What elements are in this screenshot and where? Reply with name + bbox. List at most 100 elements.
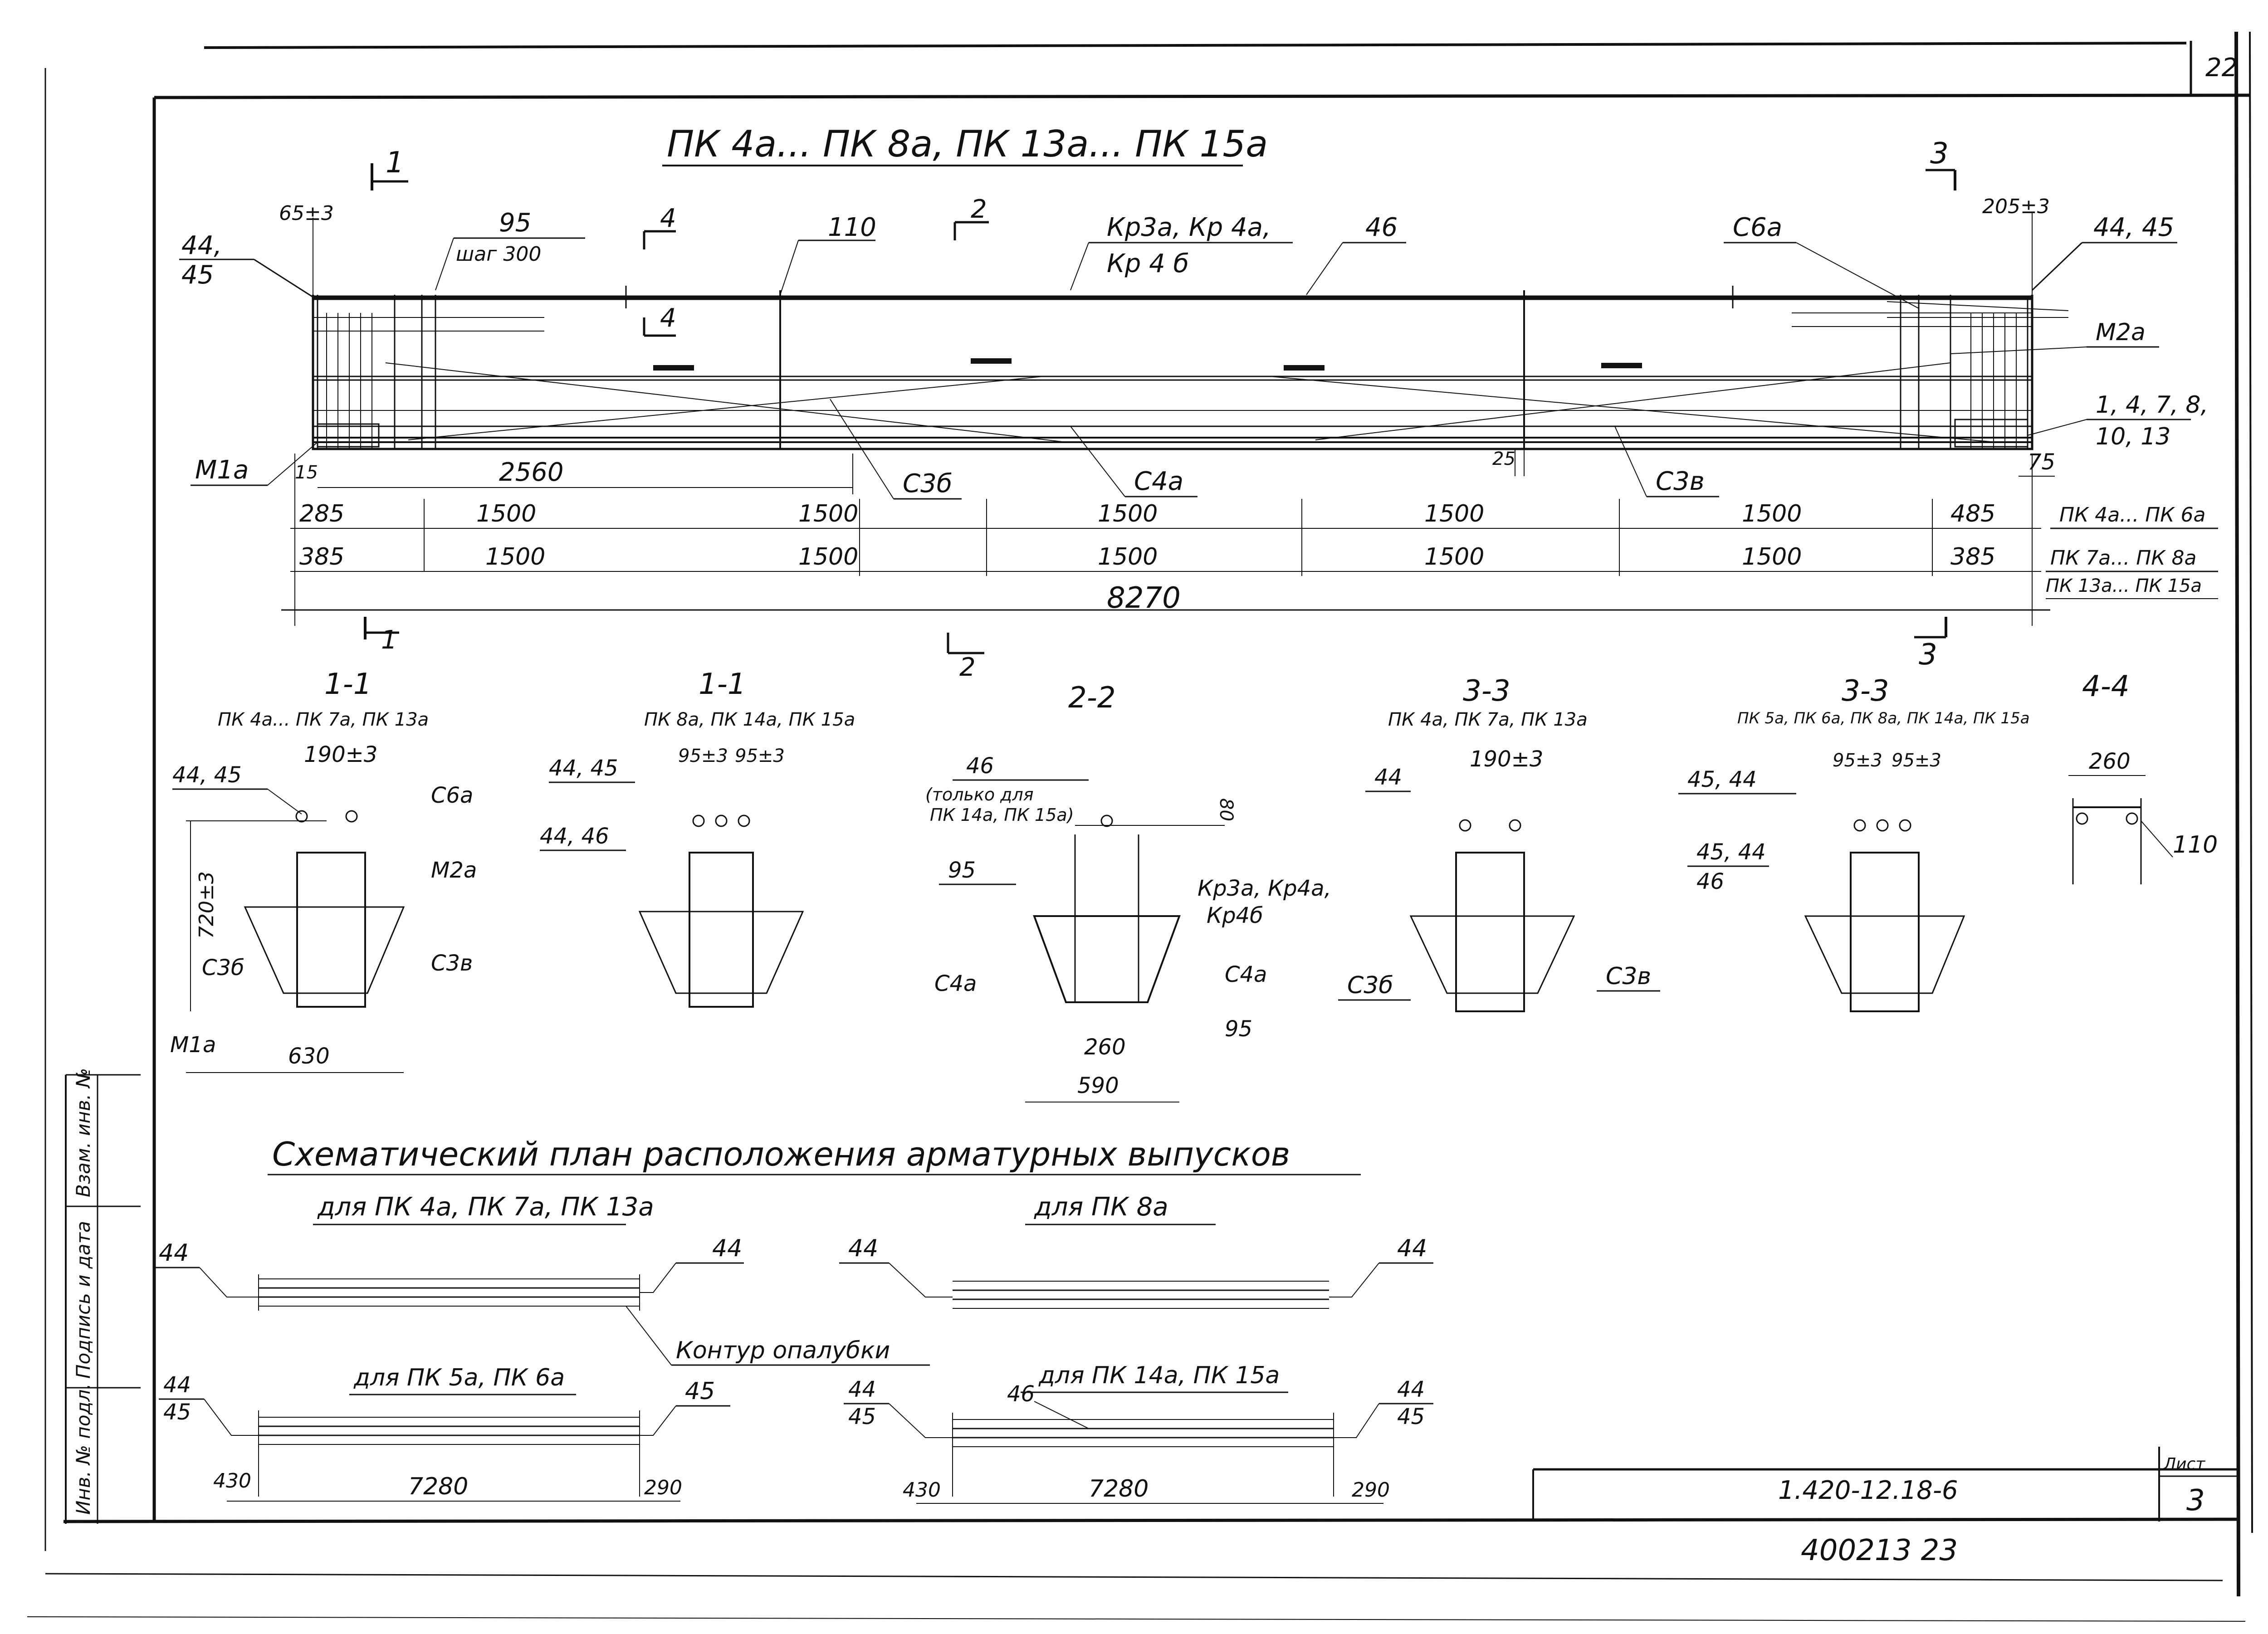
sheet-no: 3 (2186, 1484, 2205, 1517)
section-1-1-a: 1-1 ПК 4а... ПК 7а, ПК 13а 44, 45 190±3 … (170, 668, 477, 1073)
dim-15: 15 (295, 462, 318, 483)
p3-l2: 45 (163, 1400, 191, 1425)
sheet-number-top: 22 (2205, 53, 2238, 83)
w590-label: 590 (1077, 1073, 1119, 1098)
bars2-label-1: 45, 44 (1696, 839, 1766, 865)
row1-last: 485 (1950, 500, 1995, 527)
p3-l1: 44 (163, 1372, 191, 1398)
inventory-number: 400213 23 (1801, 1534, 1958, 1567)
p4-b46: 46 (1007, 1381, 1035, 1407)
section-title: 1-1 (324, 668, 372, 701)
side-stamp: Инв. № подл. Подпись и дата Взам. инв. № (65, 1068, 141, 1524)
row2-seg-2: 1500 (798, 543, 858, 571)
section-title: 3-3 (1842, 674, 1889, 708)
row1-seg-4: 1500 (1424, 500, 1484, 527)
bars-label: 44, 45 (172, 762, 242, 788)
d80-label: 80 (1216, 798, 1237, 821)
p3-d1: 430 (213, 1469, 251, 1493)
p3-label: для ПК 5а, ПК 6а (353, 1364, 565, 1391)
row2-last: 385 (1950, 543, 1995, 571)
section-markers: 1 4 4 2 2 3 3 1 (364, 137, 1956, 682)
row2-label-2: ПК 13а... ПК 15а (2046, 576, 2202, 596)
sheet-label: Лист (2163, 1455, 2205, 1473)
m2a-label: М2а (431, 858, 477, 883)
b95b-label: 95 (1225, 1016, 1252, 1042)
kr-label-1: Кр3а, Кр 4а, (1107, 213, 1271, 242)
bars2-label-2: 46 (1696, 869, 1724, 894)
bars2-label: 44, 46 (540, 824, 609, 849)
stamp-signature: Подпись и дата (72, 1221, 94, 1379)
row2-seg-1: 1500 (485, 543, 545, 571)
section-mark-3-bottom: 3 (1919, 638, 1937, 672)
dim-label: 190±3 (1470, 746, 1543, 772)
row1-seg-5: 1500 (1742, 500, 1802, 527)
d1-label: 95±3 (678, 746, 728, 766)
c4a-left: С4а (934, 971, 977, 996)
row1-seg-1: 1500 (476, 500, 536, 527)
c4a-label: С4а (1134, 467, 1183, 496)
c3v-label: С3в (1656, 467, 1705, 496)
step-label: шаг 300 (456, 243, 541, 266)
section-title: 3-3 (1463, 674, 1510, 708)
stamp-replace: Взам. инв. № (72, 1068, 94, 1197)
p2-right: 44 (1397, 1235, 1427, 1262)
callout-45-left: 45 (181, 260, 214, 290)
bar-95-label: 95 (499, 208, 531, 238)
p4-l2: 45 (848, 1404, 876, 1429)
sheet-number-box: 22 (2190, 41, 2238, 95)
p3-r1: 45 (685, 1378, 715, 1405)
c3v-label: С3в (1606, 963, 1651, 990)
section-mark-1-top: 1 (386, 146, 404, 180)
c3b-label: С3б (1347, 972, 1393, 999)
row1-first: 285 (299, 500, 344, 527)
kr-label-1: Кр3а, Кр4а, (1198, 876, 1331, 901)
elevation-callouts: 44, 45 65±3 95 шаг 300 110 Кр3а, Кр 4а, … (179, 195, 2208, 500)
title-block: 1.420-12.18-6 Лист 3 (1532, 1447, 2239, 1522)
section-1-1-b: 1-1 ПК 8а, ПК 14а, ПК 15а 44, 45 95±3 95… (540, 668, 855, 1008)
section-mark-3-top: 3 (1930, 137, 1949, 171)
c3b-label: С3б (903, 469, 952, 498)
bar-46-label: 46 (1365, 213, 1398, 242)
p1-right: 44 (712, 1235, 742, 1262)
w260-label: 260 (1084, 1034, 1126, 1060)
row1-seg-2: 1500 (798, 500, 858, 527)
bars-label: 44, 45 (549, 756, 618, 781)
c3b-label: С3б (202, 955, 244, 980)
section-title: 1-1 (699, 668, 746, 701)
p1-label: для ПК 4а, ПК 7а, ПК 13а (317, 1192, 654, 1222)
callout-44-45-right: 44, 45 (2093, 213, 2174, 242)
total-length: 8270 (1107, 581, 1181, 615)
d2-label: 95±3 (1892, 750, 1941, 771)
bars-label: 45, 44 (1687, 767, 1757, 792)
section-mark-2-top: 2 (971, 195, 987, 224)
p4-r1: 44 (1397, 1377, 1425, 1402)
section-subtitle: ПК 8а, ПК 14а, ПК 15а (644, 709, 855, 730)
section-3-3-a: 3-3 ПК 4а, ПК 7а, ПК 13а 44 190±3 С3б С3… (1338, 674, 1660, 1012)
drawing-code: 1.420-12.18-6 (1778, 1476, 1958, 1505)
right-list-2: 10, 13 (2096, 423, 2170, 450)
b46-label: 46 (966, 753, 994, 779)
schematic-plan: Схематический план расположения арматурн… (154, 1135, 1433, 1504)
section-subtitle: ПК 4а, ПК 7а, ПК 13а (1388, 709, 1588, 730)
p2-left: 44 (848, 1235, 878, 1262)
b95-label: 95 (948, 858, 976, 883)
dim-label: 190±3 (304, 742, 377, 767)
c4a-right: С4а (1225, 962, 1267, 987)
main-title: ПК 4а... ПК 8а, ПК 13а... ПК 15а (667, 123, 1268, 165)
p1-left: 44 (159, 1239, 189, 1267)
b110-label: 110 (2173, 831, 2218, 858)
m2a-label: М2а (2096, 319, 2146, 346)
kr-label-2: Кр4б (1207, 903, 1263, 928)
p4-d2: 7280 (1089, 1475, 1149, 1502)
note-2: ПК 14а, ПК 15а) (930, 805, 1074, 825)
width-label: 260 (2089, 749, 2131, 774)
c3v-label: С3в (431, 951, 473, 976)
section-title: 2-2 (1068, 681, 1116, 715)
beam-elevation (312, 286, 2069, 450)
stamp-inv-no: Инв. № подл. (72, 1383, 94, 1515)
p3-d2: 7280 (408, 1473, 468, 1500)
right-list-1: 1, 4, 7, 8, (2096, 391, 2208, 419)
d2-label: 95±3 (735, 746, 785, 766)
m1a-label: М1а (195, 455, 249, 485)
